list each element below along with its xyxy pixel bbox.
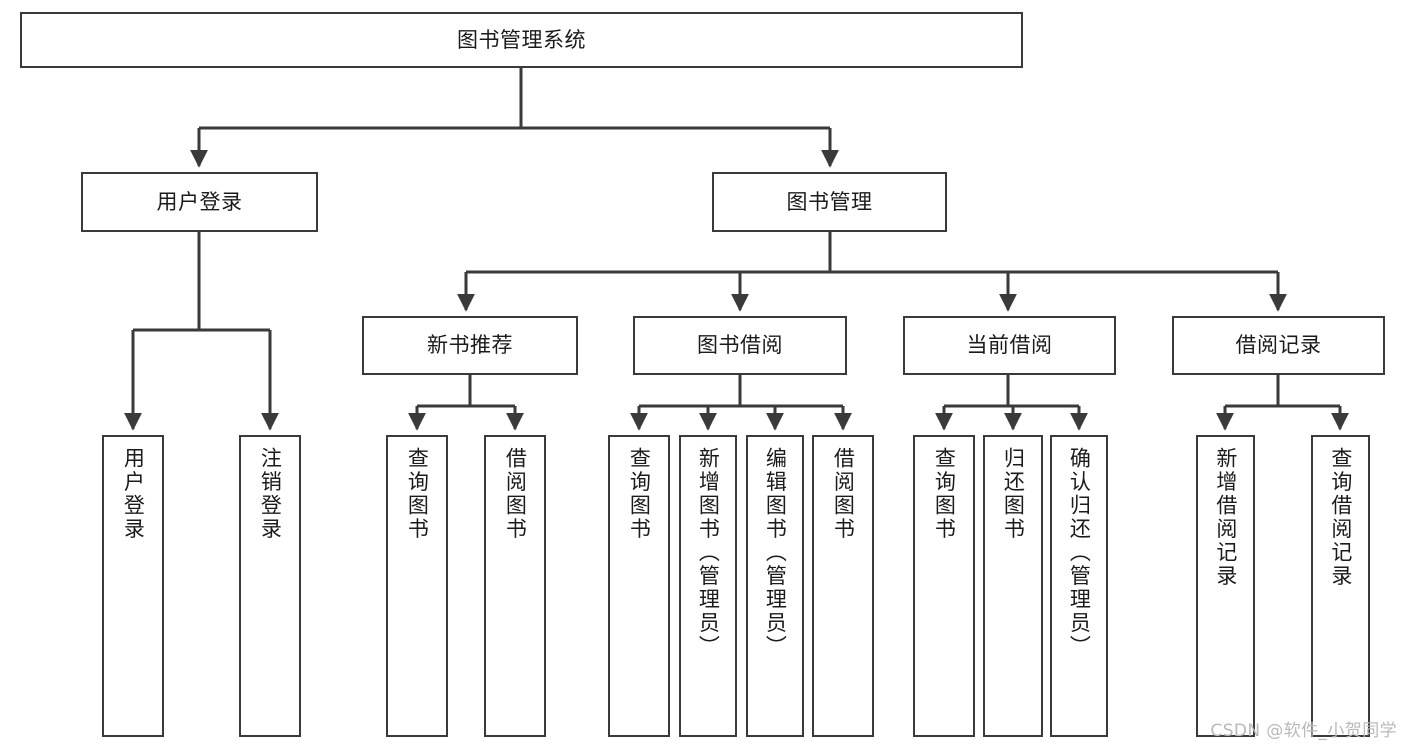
node-book-management[interactable]: 图书管理 — [712, 172, 947, 232]
node-leaf-query-borrow-record-label: 查询借阅记录 — [1328, 447, 1353, 588]
node-current-borrow-label: 当前借阅 — [966, 333, 1053, 358]
node-leaf-query-book-current[interactable]: 查询图书 — [913, 435, 975, 737]
node-user-login-label: 用户登录 — [156, 189, 243, 214]
node-leaf-query-book-current-label: 查询图书 — [932, 447, 957, 541]
node-leaf-borrow-book-recommend[interactable]: 借阅图书 — [484, 435, 546, 737]
node-leaf-query-book-recommend-label: 查询图书 — [405, 447, 430, 541]
node-book-borrow-label: 图书借阅 — [697, 333, 783, 358]
node-root-label: 图书管理系统 — [457, 27, 586, 52]
node-leaf-borrow-book-recommend-label: 借阅图书 — [503, 447, 528, 541]
node-leaf-edit-book-label: 编辑图书（管理员） — [763, 447, 788, 659]
node-leaf-logout[interactable]: 注销登录 — [239, 435, 301, 737]
node-leaf-return-book-label: 归还图书 — [1001, 447, 1026, 541]
node-root[interactable]: 图书管理系统 — [20, 12, 1023, 68]
node-leaf-confirm-return-label: 确认归还（管理员） — [1067, 447, 1092, 659]
node-borrow-records-label: 借阅记录 — [1235, 333, 1322, 358]
node-leaf-confirm-return[interactable]: 确认归还（管理员） — [1050, 435, 1108, 737]
node-leaf-user-login-label: 用户登录 — [121, 447, 146, 541]
node-current-borrow[interactable]: 当前借阅 — [903, 316, 1116, 375]
node-leaf-return-book[interactable]: 归还图书 — [983, 435, 1043, 737]
csdn-watermark: CSDN @软件_小贺同学 — [1210, 721, 1397, 741]
node-book-borrow[interactable]: 图书借阅 — [633, 316, 847, 375]
node-new-book-recommend[interactable]: 新书推荐 — [362, 316, 578, 375]
node-leaf-user-login[interactable]: 用户登录 — [102, 435, 164, 737]
node-leaf-add-borrow-record[interactable]: 新增借阅记录 — [1196, 435, 1255, 737]
node-leaf-add-borrow-record-label: 新增借阅记录 — [1213, 447, 1238, 588]
node-book-management-label: 图书管理 — [786, 189, 873, 214]
node-new-book-recommend-label: 新书推荐 — [427, 333, 513, 358]
node-user-login[interactable]: 用户登录 — [81, 172, 318, 232]
node-leaf-add-book-label: 新增图书（管理员） — [696, 447, 721, 659]
node-leaf-borrow-book-label: 借阅图书 — [831, 447, 856, 541]
node-leaf-logout-label: 注销登录 — [258, 447, 283, 541]
node-leaf-query-book-borrow-label: 查询图书 — [627, 447, 652, 541]
node-leaf-query-borrow-record[interactable]: 查询借阅记录 — [1311, 435, 1370, 737]
node-leaf-borrow-book[interactable]: 借阅图书 — [812, 435, 874, 737]
node-leaf-add-book[interactable]: 新增图书（管理员） — [679, 435, 737, 737]
node-leaf-query-book-borrow[interactable]: 查询图书 — [608, 435, 670, 737]
node-leaf-edit-book[interactable]: 编辑图书（管理员） — [746, 435, 804, 737]
node-borrow-records[interactable]: 借阅记录 — [1172, 316, 1385, 375]
node-leaf-query-book-recommend[interactable]: 查询图书 — [386, 435, 448, 737]
